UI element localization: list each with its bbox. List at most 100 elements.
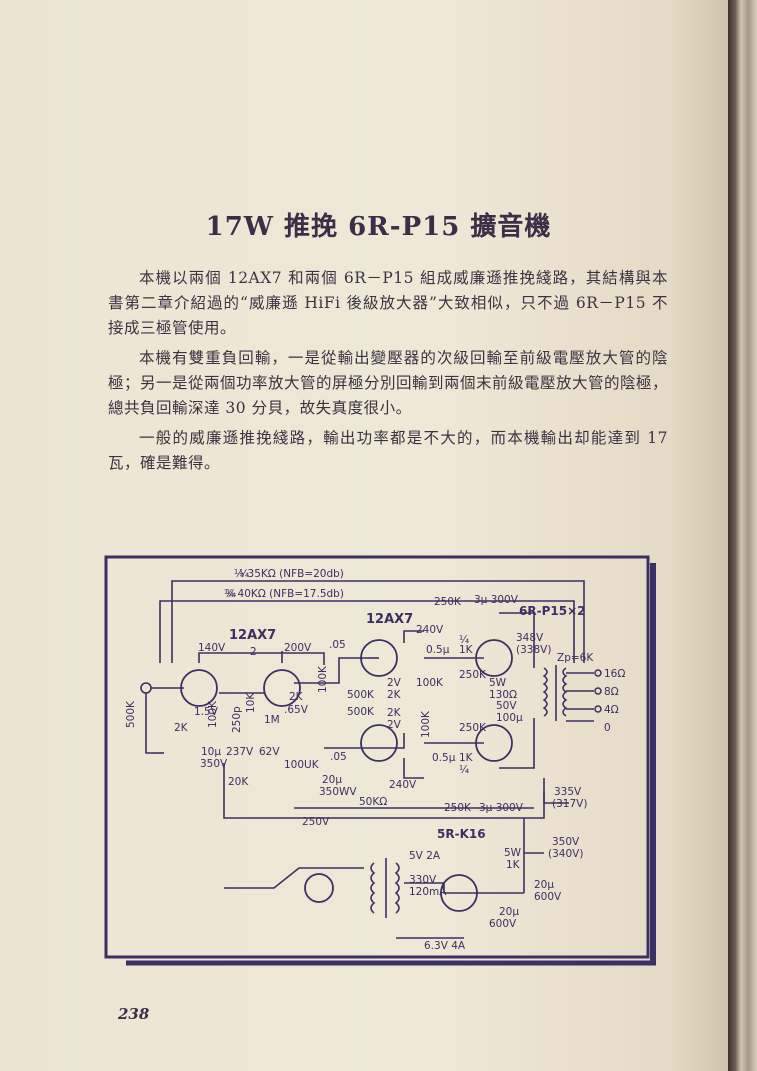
label-r100k-b: 100K xyxy=(317,665,329,693)
label-r250k-c: 250K xyxy=(459,669,487,681)
label-quarter-d: ¼ xyxy=(459,764,469,776)
label-r250k-d: 250K xyxy=(459,722,487,734)
label-out16: 16Ω xyxy=(604,668,625,680)
label-v600b: 600V xyxy=(489,918,517,930)
tube-input xyxy=(180,669,218,707)
label-c20u350: 20μ xyxy=(322,774,342,786)
tap-16 xyxy=(594,669,602,677)
label-v335: 335V xyxy=(554,786,582,798)
label-v350: 350V xyxy=(200,758,228,770)
label-quarter-a: ¼ xyxy=(239,568,249,580)
label-c10u: 10μ xyxy=(201,746,221,758)
label-wv350: 350WV xyxy=(319,786,357,798)
amplifier-schematic: ¼ 35KΩ (NFB=20db) ¼ 40KΩ (NFB=17.5db) 12… xyxy=(104,555,656,966)
label-5rk16: 5R-K16 xyxy=(437,827,486,841)
label-c2: 2 xyxy=(250,646,257,658)
label-v250: 250V xyxy=(302,816,330,828)
tube-rectifier-5rk16 xyxy=(440,874,478,912)
label-quarter-c: ¼ xyxy=(459,634,469,646)
page-title: 17W 推挽 6R-P15 擴音機 xyxy=(205,212,552,242)
label-r50k: 50KΩ xyxy=(359,796,387,808)
tap-4 xyxy=(594,705,602,713)
book-binding xyxy=(728,0,757,1071)
label-r1k-b: 1K xyxy=(459,752,474,764)
label-v2b: 2V xyxy=(387,719,402,731)
wire-phase-b xyxy=(324,733,405,749)
label-out0: 0 xyxy=(604,722,611,734)
label-r250k-a: 250K xyxy=(434,596,462,608)
label-v65: .65V xyxy=(284,704,309,716)
label-r100uk: 100UK xyxy=(284,759,320,771)
label-c3u300-a: 3μ 300V xyxy=(474,594,519,606)
paragraph-1: 本機以兩個 12AX7 和兩個 6R－P15 組成威廉遜推挽綫路，其結構與本書第… xyxy=(108,269,668,337)
wire-plate-top xyxy=(499,612,535,668)
paragraph-3: 一般的威廉遜推挽綫路，輸出功率都是不大的，而本機輸出却能達到 17 瓦，確是難得… xyxy=(108,429,668,472)
label-v317: (317V) xyxy=(552,798,587,810)
tube-driver-top xyxy=(360,639,398,677)
label-ma120: 120mA xyxy=(409,886,447,898)
label-w5a: 5W xyxy=(489,677,507,689)
power-transformer-primary xyxy=(370,862,376,914)
book-page xyxy=(0,0,728,1071)
label-c05u-a: 0.5μ xyxy=(426,644,450,656)
nfb-loop-bottom xyxy=(159,600,575,663)
label-r500k-c: 500K xyxy=(347,706,375,718)
wiring xyxy=(140,580,594,939)
output-transformer-secondary xyxy=(562,667,568,717)
wire-plate-bottom xyxy=(499,718,535,769)
label-zp: Zp=6K xyxy=(557,652,594,664)
wire-stage1-plate xyxy=(198,652,325,665)
label-v237: 237V xyxy=(226,746,254,758)
label-v240a: 240V xyxy=(416,624,444,636)
label-c20u-a: 20μ xyxy=(534,879,554,891)
tube-output-top xyxy=(475,639,513,677)
paragraph-2: 本機有雙重負回輸，一是從輸出變壓器的次級回輸至前級電壓放大管的陰極；另一是從兩個… xyxy=(108,349,669,417)
label-v50: 50V xyxy=(496,700,517,712)
label-r20k: 20K xyxy=(228,776,249,788)
label-r10k: 10K xyxy=(245,692,257,713)
wire-input-gnd xyxy=(145,693,152,754)
label-v338: (338V) xyxy=(516,644,551,656)
page-number: 238 xyxy=(118,1005,150,1023)
wire-stage2-out xyxy=(294,657,369,684)
label-v330: 330V xyxy=(409,874,437,886)
label-r2k-a: 2K xyxy=(174,722,189,734)
label-heater63: 6.3V 4A xyxy=(424,940,466,952)
output-taps xyxy=(594,669,602,713)
label-v348: 348V xyxy=(516,632,544,644)
label-6rp15: 6R-P15×2 xyxy=(519,604,585,618)
label-v600a: 600V xyxy=(534,891,562,903)
label-nfb-bottom: ¼ 40KΩ (NFB=17.5db) xyxy=(224,588,344,600)
tap-8 xyxy=(594,687,602,695)
tubes xyxy=(180,639,513,912)
label-v62: 62V xyxy=(259,746,280,758)
label-12ax7-a: 12AX7 xyxy=(229,628,276,643)
output-transformer-primary xyxy=(542,667,548,717)
label-r100k-d: 100K xyxy=(420,710,432,738)
label-r130: 130Ω xyxy=(489,689,517,701)
wire-supply-350 xyxy=(523,818,544,854)
label-r100k-c: 100K xyxy=(416,677,444,689)
wire-b-plus-rail xyxy=(223,763,545,819)
label-r1m: 1M xyxy=(264,714,280,726)
label-quarter-b: ¼ xyxy=(226,588,236,600)
power-transformer-secondary xyxy=(394,862,400,914)
label-c20u-b: 20μ xyxy=(499,906,519,918)
article-body: 本機以兩個 12AX7 和兩個 6R－P15 組成威廉遜推挽綫路，其結構與本書第… xyxy=(108,266,668,481)
label-r500k-a: 500K xyxy=(125,700,137,728)
label-c3u300-b: 3μ 300V xyxy=(479,802,524,814)
label-v140: 140V xyxy=(198,642,226,654)
label-heater5v: 5V 2A xyxy=(409,850,441,862)
power-cord xyxy=(224,867,364,889)
label-r250k-b: 250K xyxy=(444,802,472,814)
label-out4: 4Ω xyxy=(604,704,619,716)
label-v15: 1.5V xyxy=(194,706,219,718)
tube-driver-bottom xyxy=(360,724,398,762)
schematic-frame xyxy=(104,555,650,959)
wire-driver-bottom xyxy=(403,758,424,779)
label-nfb-top: ¼ 35KΩ (NFB=20db) xyxy=(234,568,344,580)
tube-phase-inverter xyxy=(263,669,301,707)
label-r2k-b: 2K xyxy=(289,691,304,703)
label-c05a: .05 xyxy=(329,639,346,651)
label-w5b: 5W xyxy=(504,847,522,859)
